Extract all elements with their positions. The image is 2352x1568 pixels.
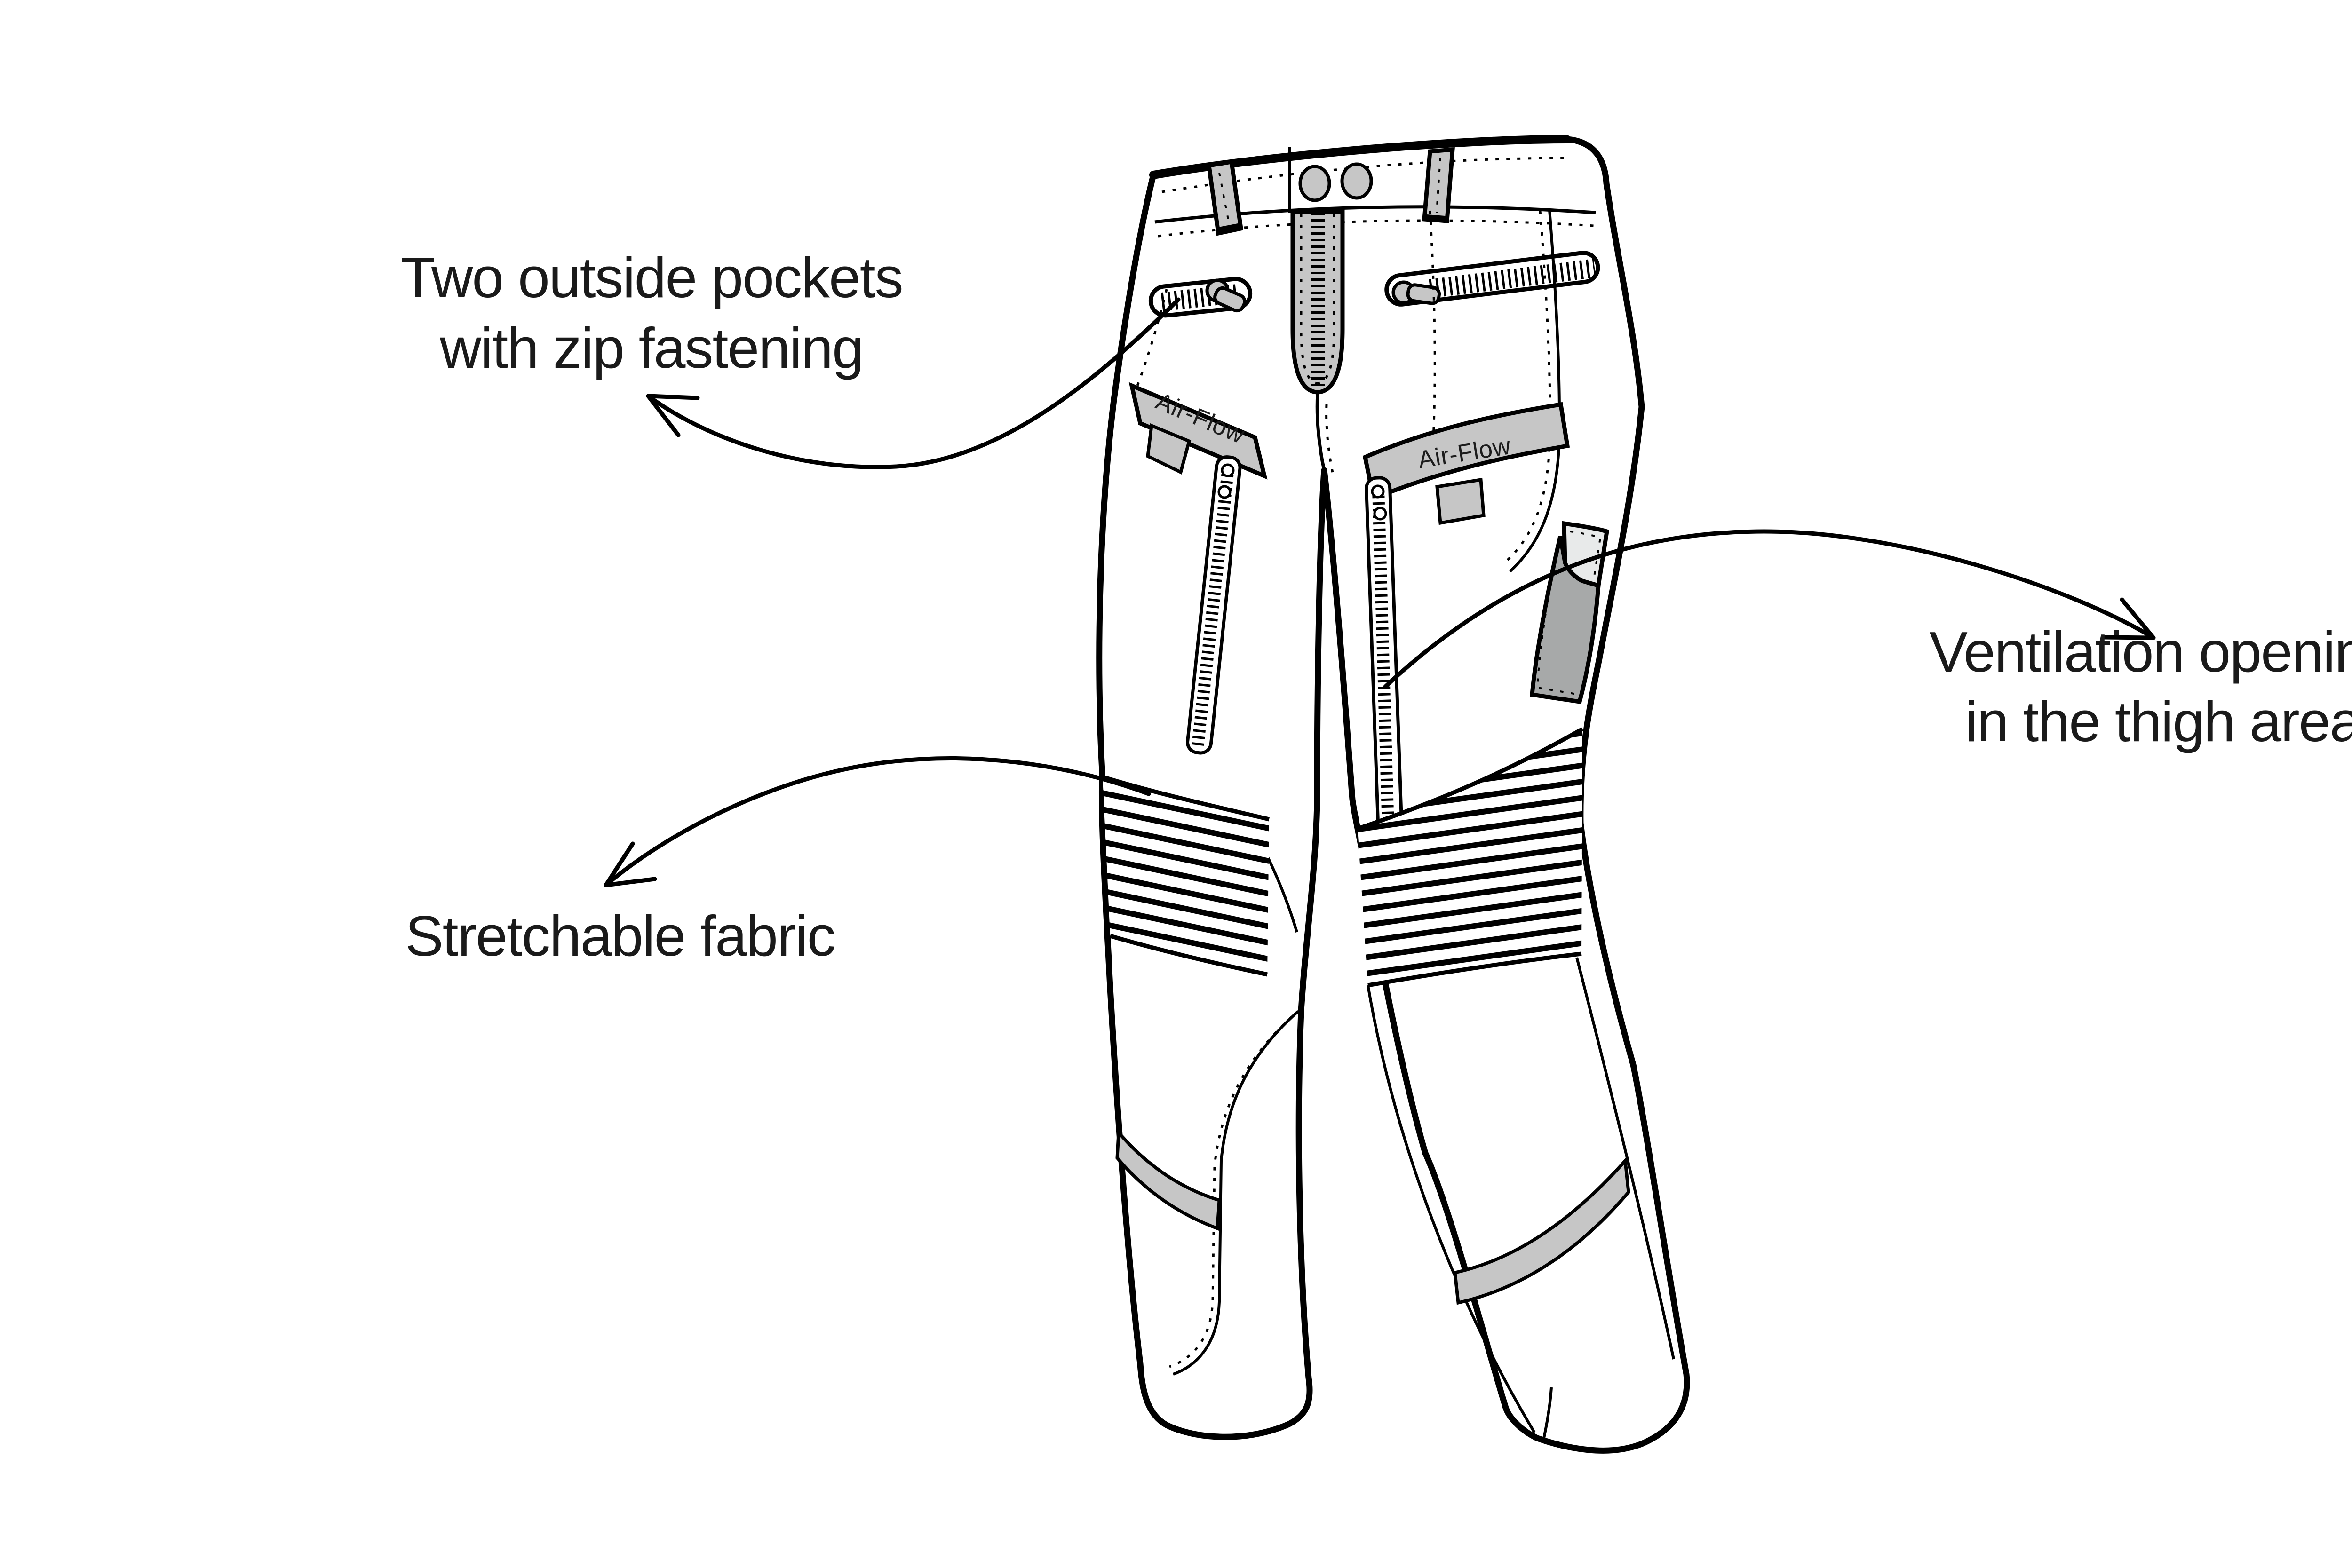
vent-zipper-right-eyelet-1: [1371, 484, 1385, 499]
belt-loop-right: [1422, 147, 1455, 223]
knee-panel-left-bottom-edge: [1109, 934, 1268, 977]
knee-ribs-right: [1358, 729, 1582, 985]
label-pockets-line1: Two outside pockets: [400, 245, 902, 309]
leader-line-pockets: [646, 297, 1181, 469]
pocket-zipper-left: [1148, 277, 1253, 318]
rise-seam-stitch: [1325, 404, 1334, 473]
pocket-zipper-left-pull: [1213, 286, 1247, 313]
arrowhead-ventilation: [2102, 597, 2156, 640]
pants-illustration: Air-Flow Air-Flow: [1096, 135, 1690, 1454]
snap-button-right: [1340, 162, 1373, 200]
thigh-pocket-body-stitch: [1536, 550, 1577, 695]
knee-panel-right-top-edge: [1357, 727, 1584, 831]
leader-arrow-stretch: [604, 756, 1151, 887]
leader-line-stretch: [604, 756, 1151, 887]
shin-seam-right-outer: [1575, 957, 1675, 1360]
waistband-seam-stitch: [1158, 219, 1594, 238]
airflow-band-left-tab: [1146, 423, 1192, 475]
fly-stitch-left: [1300, 214, 1318, 385]
fly-stitch-right: [1317, 214, 1335, 385]
side-panel-stitch-right: [1502, 210, 1551, 565]
vent-zipper-left-teeth: [1192, 467, 1234, 748]
hip-pocket-stitch-left: [1136, 289, 1168, 386]
airflow-band-right-shape: [1362, 402, 1570, 502]
shin-seam-right-inner: [1367, 985, 1536, 1433]
vent-zipper-left: [1186, 455, 1242, 755]
shin-band-left: [1115, 1128, 1221, 1231]
waistband-top-stitch: [1161, 157, 1570, 193]
shin-band-right: [1453, 1156, 1630, 1305]
leader-arrow-ventilation: [1383, 529, 2156, 689]
vent-zipper-right-eyelet-2: [1373, 507, 1387, 521]
hem-detail-right: [1542, 1387, 1553, 1439]
knee-stretch-panel-right: [1357, 727, 1584, 988]
thigh-center-stitch-right: [1429, 210, 1436, 451]
leader-arrow-pockets: [646, 297, 1181, 469]
pocket-zipper-right-pull: [1406, 283, 1441, 305]
label-stretch-line1: Stretchable fabric: [405, 904, 834, 968]
label-pockets-line2: with zip fastening: [439, 316, 863, 380]
arrowhead-stretch: [604, 841, 657, 887]
knee-panel-right-bottom-edge: [1367, 951, 1582, 988]
rise-seam: [1315, 393, 1326, 471]
airflow-band-left-shape: [1128, 382, 1268, 480]
label-ventilation-line1: Ventilation opening: [1929, 620, 2352, 684]
knee-ribs-left: [1103, 777, 1269, 974]
lower-leg-seams: [1169, 957, 1675, 1439]
leader-arrows: [604, 297, 2156, 887]
vent-zipper-left-eyelet-2: [1217, 485, 1232, 499]
fly-zipper: [1290, 209, 1345, 473]
thigh-pocket: [1530, 521, 1610, 705]
pocket-zipper-right-teeth: [1429, 259, 1596, 298]
shin-overlay-edge-left: [1172, 1010, 1300, 1376]
label-ventilation-line2: in the thigh area: [1965, 689, 2352, 753]
belt-loop-left-stitch: [1218, 173, 1230, 222]
airflow-band-right: Air-Flow: [1362, 402, 1570, 525]
belt-loop-right-stitch: [1436, 158, 1441, 213]
annotation-labels: Two outside pockets with zip fastening V…: [400, 245, 2352, 968]
airflow-band-right-tab: [1435, 477, 1486, 525]
snap-button-left: [1298, 165, 1331, 202]
belt-loop-left-cap: [1216, 222, 1243, 234]
belt-loop-right-cap: [1423, 214, 1448, 222]
vent-zipper-left-eyelet-1: [1221, 463, 1235, 477]
shin-bands: [1115, 1128, 1630, 1305]
arrowhead-pockets: [646, 394, 700, 437]
belt-loops: [1206, 147, 1455, 236]
leader-line-ventilation: [1383, 529, 2156, 689]
